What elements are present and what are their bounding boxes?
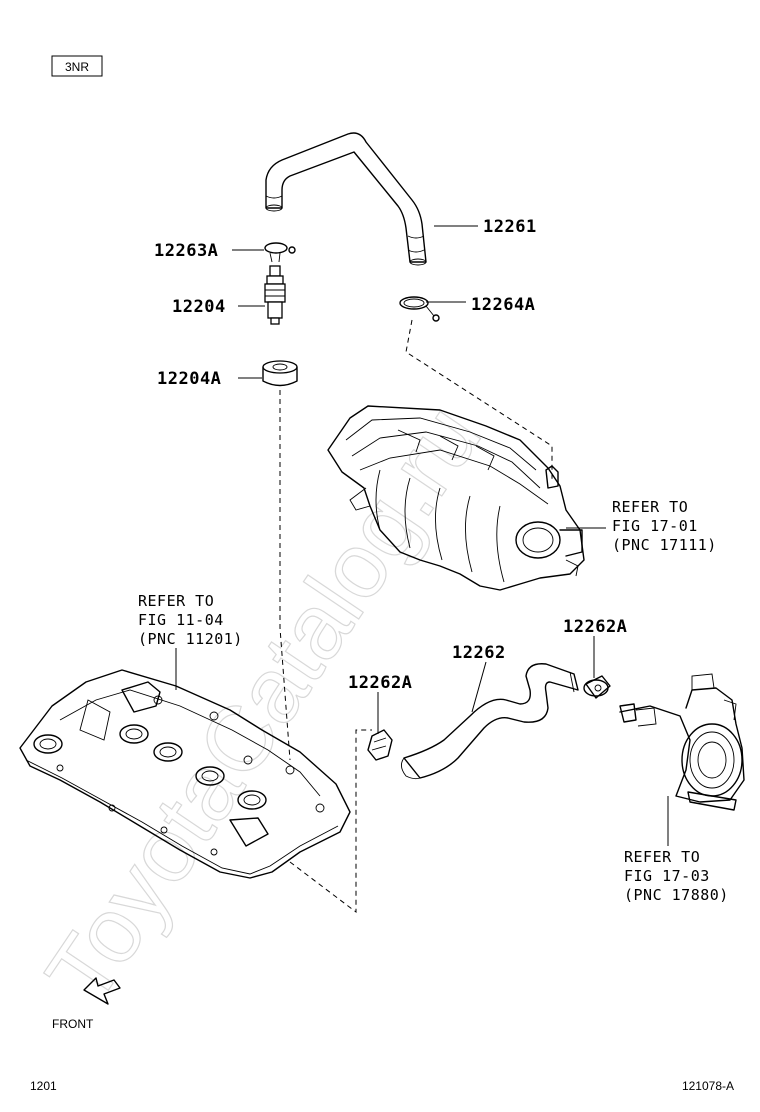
- label-12262: 12262: [452, 643, 506, 663]
- routing-line-intake: [405, 319, 553, 482]
- reference-throttle-line3: (PNC 17880): [624, 886, 729, 904]
- reference-throttle: REFER TO FIG 17-03 (PNC 17880): [624, 848, 729, 904]
- cylinder-head-cover: [19, 669, 351, 879]
- label-12262a-left: 12262A: [348, 673, 412, 693]
- label-12262a-right: 12262A: [563, 617, 627, 637]
- grommet-12204a[interactable]: [262, 360, 298, 387]
- reference-intake: REFER TO FIG 17-01 (PNC 17111): [612, 498, 717, 554]
- front-label: FRONT: [52, 1017, 94, 1031]
- clamp-12264a[interactable]: [399, 296, 440, 322]
- pcv-hose-12261[interactable]: [265, 132, 427, 266]
- reference-intake-line1: REFER TO: [612, 498, 688, 516]
- watermark: ToyotaCatalog.ru: [27, 388, 500, 1022]
- reference-head-cover-line1: REFER TO: [138, 592, 214, 610]
- front-arrow-icon: [83, 977, 121, 1005]
- leader-lines: [175, 225, 669, 846]
- clamp-12262a-right[interactable]: [583, 675, 611, 699]
- engine-code-badge: 3NR: [51, 55, 103, 77]
- clamp-12262a-left[interactable]: [367, 729, 393, 761]
- label-12264a: 12264A: [471, 295, 535, 315]
- clamp-12263a[interactable]: [264, 242, 296, 263]
- hose-12262[interactable]: [401, 663, 579, 780]
- reference-head-cover-line3: (PNC 11201): [138, 630, 243, 648]
- figure-code: 121078-A: [682, 1079, 734, 1093]
- pcv-valve-12204[interactable]: [264, 265, 286, 325]
- reference-head-cover-line2: FIG 11-04: [138, 611, 224, 629]
- reference-throttle-line1: REFER TO: [624, 848, 700, 866]
- throttle-body: [619, 673, 745, 811]
- reference-intake-line3: (PNC 17111): [612, 536, 717, 554]
- engine-code: 3NR: [65, 60, 89, 74]
- label-12204: 12204: [172, 297, 226, 317]
- routing-line-throttle: [289, 729, 372, 914]
- reference-throttle-line2: FIG 17-03: [624, 867, 710, 885]
- routing-line-valve: [279, 390, 291, 761]
- reference-intake-line2: FIG 17-01: [612, 517, 698, 535]
- label-12204a: 12204A: [157, 369, 221, 389]
- label-12261: 12261: [483, 217, 537, 237]
- reference-head-cover: REFER TO FIG 11-04 (PNC 11201): [138, 592, 243, 648]
- page-code: 1201: [30, 1079, 57, 1093]
- intake-manifold: [327, 405, 585, 591]
- label-12263a: 12263A: [154, 241, 218, 261]
